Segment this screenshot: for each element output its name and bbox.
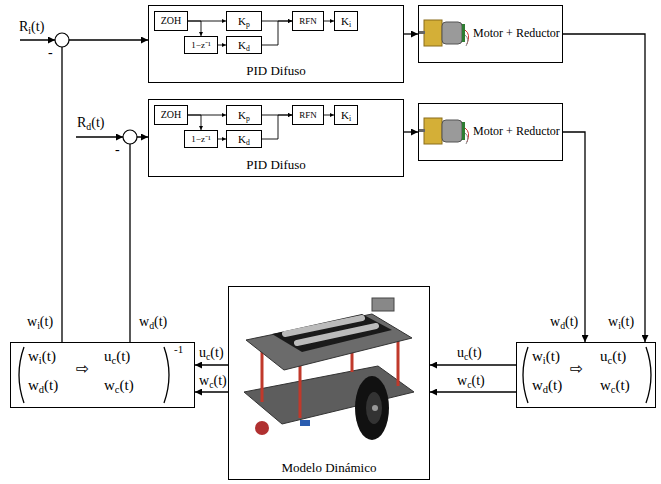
node-label: Kd xyxy=(238,133,250,146)
connector xyxy=(188,21,201,36)
node-label: 1−z⁻¹ xyxy=(191,40,210,50)
connector xyxy=(430,364,516,365)
signal-label: wc(t) xyxy=(198,373,228,389)
connector xyxy=(218,139,226,140)
connector xyxy=(188,115,201,130)
model-block: Modelo Dinámico xyxy=(228,286,430,480)
node-label: ZOH xyxy=(161,109,182,121)
node-label: Motor + Reductor xyxy=(473,125,560,139)
node-label: Motor + Reductor xyxy=(473,27,560,41)
transform-block: wi(t) wd(t) ⇨ uc(t) wc(t) xyxy=(516,342,656,408)
minus-sign: - xyxy=(114,142,121,158)
node-label: ⇨ xyxy=(76,360,89,378)
connector xyxy=(218,45,226,46)
gain-block: Ki xyxy=(334,105,358,125)
node-label: wi(t) xyxy=(28,348,56,365)
node-label: 1−z⁻¹ xyxy=(191,134,210,144)
gain-block: Kd xyxy=(226,36,262,54)
node-label: wd(t) xyxy=(28,377,58,394)
signal-label: wi(t) xyxy=(26,314,54,330)
robot-illustration xyxy=(244,298,414,440)
connector xyxy=(563,132,585,342)
matrix-bracket xyxy=(19,347,651,403)
gain-block: Kp xyxy=(226,11,262,31)
node-label: RFN xyxy=(299,110,317,120)
connector xyxy=(404,131,418,132)
zoh-block: ZOH xyxy=(154,11,188,31)
zoh-block: ZOH xyxy=(154,105,188,125)
connector xyxy=(262,21,292,45)
motor-block: Motor + Reductor xyxy=(418,5,563,63)
signal-label: Rd(t) xyxy=(76,115,105,131)
node-label: Ki xyxy=(341,109,351,122)
pid-block: PID Difuso ZOH Kp 1−z⁻¹ Kd RFN Ki xyxy=(148,99,404,177)
connector xyxy=(62,40,148,342)
node-label: ⇨ xyxy=(570,360,583,378)
transform-block: wi(t) wd(t) ⇨ uc(t) wc(t) -1 xyxy=(10,342,195,408)
node-label: Kd xyxy=(238,39,250,52)
connector xyxy=(195,364,228,365)
rfn-block: RFN xyxy=(292,105,324,125)
node-label: RFN xyxy=(299,16,317,26)
connector xyxy=(195,391,228,392)
signal-label: wc(t) xyxy=(456,373,486,389)
connector xyxy=(324,21,334,22)
node-label: Ki xyxy=(341,15,351,28)
node-label: uc(t) xyxy=(600,348,626,365)
signal-label: wd(t) xyxy=(549,314,579,330)
pid-block: PID Difuso ZOH Kp 1−z⁻¹ Kd RFN Ki xyxy=(148,5,404,83)
gain-block: Ki xyxy=(334,11,358,31)
node-label: wc(t) xyxy=(104,377,134,394)
motor-icon xyxy=(419,20,469,46)
difference-block: 1−z⁻¹ xyxy=(184,130,218,148)
node-label: PID Difuso xyxy=(149,158,403,173)
signal-label: Ri(t) xyxy=(18,19,45,35)
rfn-block: RFN xyxy=(292,11,324,31)
motor-icon xyxy=(419,118,469,144)
node-label: -1 xyxy=(174,343,183,356)
signal-label: wd(t) xyxy=(138,314,168,330)
gain-block: Kd xyxy=(226,130,262,148)
signal-label: uc(t) xyxy=(198,345,225,361)
motor-block: Motor + Reductor xyxy=(418,103,563,161)
summing-junction xyxy=(123,130,137,144)
connector xyxy=(324,115,334,116)
minus-sign: - xyxy=(47,45,54,61)
node-label: PID Difuso xyxy=(149,64,403,79)
connector xyxy=(430,391,516,392)
node-label: wi(t) xyxy=(532,348,560,365)
node-label: ZOH xyxy=(161,15,182,27)
connector xyxy=(262,115,292,139)
node-label: wc(t) xyxy=(600,377,630,394)
connector xyxy=(130,137,148,342)
gain-block: Kp xyxy=(226,105,262,125)
input-line xyxy=(20,39,55,40)
difference-block: 1−z⁻¹ xyxy=(184,36,218,54)
node-label: uc(t) xyxy=(104,348,130,365)
signal-label: uc(t) xyxy=(456,345,483,361)
node-label: Kp xyxy=(238,15,250,28)
connector xyxy=(563,34,645,342)
summing-junction xyxy=(55,33,69,47)
node-label: wd(t) xyxy=(532,377,562,394)
node-label: Modelo Dinámico xyxy=(229,461,429,476)
input-line xyxy=(76,136,123,137)
node-label: Kp xyxy=(238,109,250,122)
connector xyxy=(404,33,418,34)
signal-label: wi(t) xyxy=(607,314,635,330)
